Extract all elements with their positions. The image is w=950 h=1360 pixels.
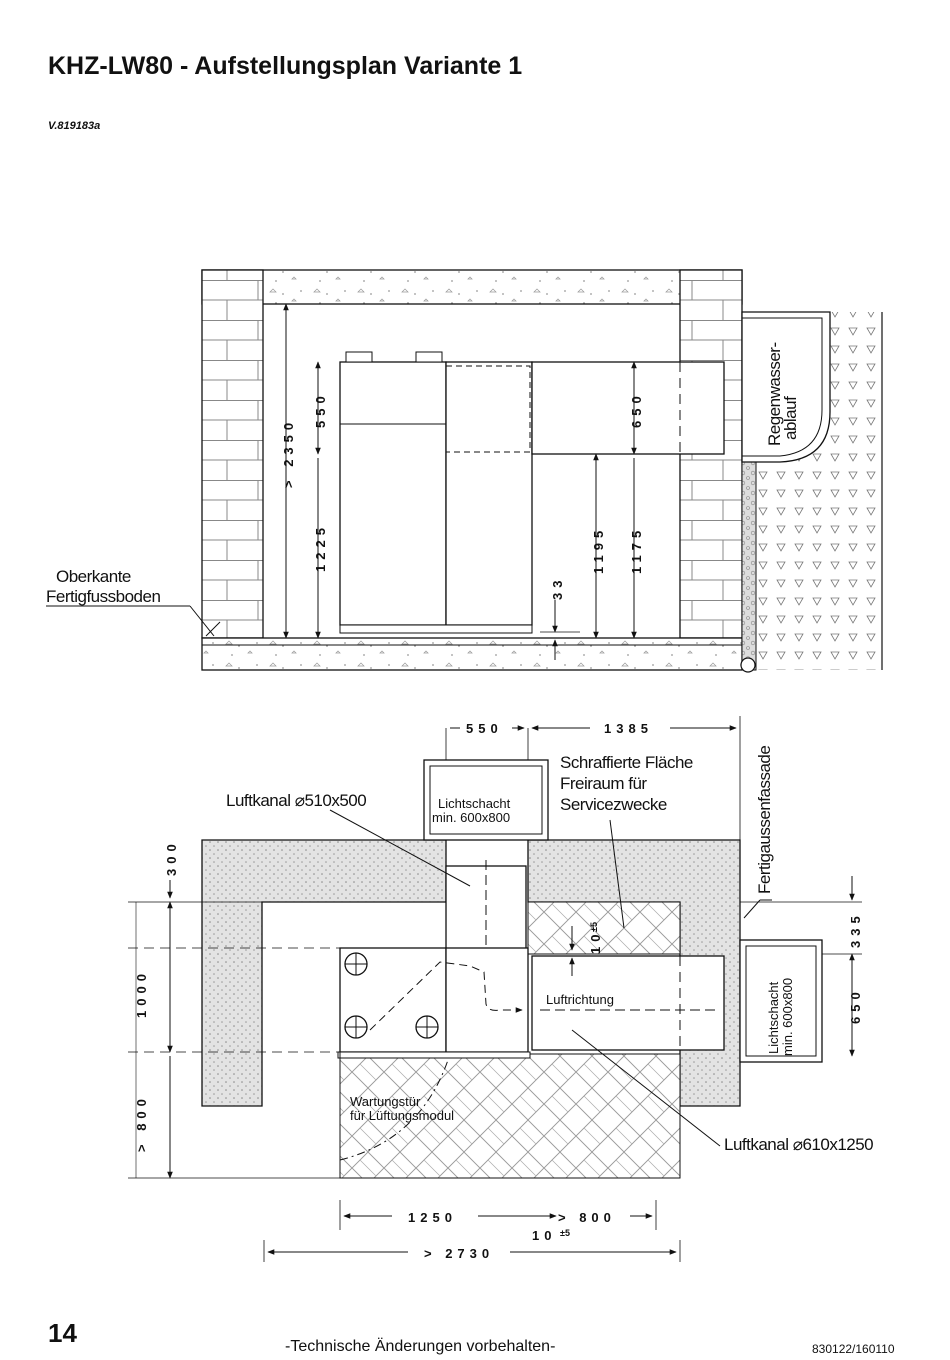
hatched-label-line2: Freiraum für <box>560 774 647 793</box>
dim-total-height: > 2350 <box>281 418 296 488</box>
dim-right-650: 650 <box>848 987 863 1024</box>
dim-bottom-800: > 800 <box>558 1210 616 1225</box>
rain-drain-label-line2: ablauf <box>781 396 800 440</box>
duct-large-label: Luftkanal ⌀610x1250 <box>724 1135 873 1154</box>
duct-large-plan <box>531 955 725 1051</box>
dim-floor-gap: 33 <box>550 576 565 600</box>
light-shaft-top-label-line2: min. 600x800 <box>432 810 510 825</box>
heat-pump-unit <box>339 361 447 626</box>
dim-upper-module: 550 <box>313 391 328 428</box>
light-shaft-right <box>739 939 823 1063</box>
dim-duct-axis: 1175 <box>629 526 644 574</box>
dim-top-1385: 1385 <box>604 721 653 736</box>
dim-top-550: 550 <box>466 721 503 736</box>
floor-slab <box>201 637 743 671</box>
service-door-label-line1: Wartungstür <box>350 1094 421 1109</box>
plan-view: 550 1385 300 1000 > 800 335 650 10 ±5 12… <box>128 716 874 1262</box>
page-number: 14 <box>48 1318 77 1348</box>
dim-duct-height: 650 <box>629 391 644 428</box>
dim-gap-bottom: 10 <box>532 1228 556 1243</box>
left-wall <box>201 269 264 639</box>
dim-gap-top: 10 <box>588 930 603 954</box>
floor-label-line2: Fertigfussboden <box>46 587 160 606</box>
dim-duct-bottom: 1195 <box>591 526 606 574</box>
page-title: KHZ-LW80 - Aufstellungsplan Variante 1 <box>48 52 523 80</box>
duct-small-label: Luftkanal ⌀510x500 <box>226 791 366 810</box>
rain-drain-label-line1: Regenwasser- <box>765 342 784 446</box>
drainage-gravel <box>741 461 757 671</box>
dim-bottom-2730: > 2730 <box>424 1246 494 1261</box>
ceiling-slab <box>201 269 743 305</box>
hatched-label-line1: Schraffierte Fläche <box>560 753 693 772</box>
dim-left-1000: 1000 <box>134 969 149 1018</box>
facade-label: Fertigaussenfassade <box>755 746 774 894</box>
service-door-label-line2: für Lüftungsmodul <box>350 1108 454 1123</box>
footer-note: -Technische Änderungen vorbehalten- <box>285 1338 556 1355</box>
dim-left-300: 300 <box>164 839 179 876</box>
airflow-label: Luftrichtung <box>546 992 614 1007</box>
light-shaft-right-label-line2: min. 600x800 <box>780 978 795 1056</box>
drain-pipe-icon <box>740 657 756 673</box>
light-shaft-right-label-line1: Lichtschacht <box>766 981 781 1054</box>
dim-gap-bottom-tol: ±5 <box>560 1228 570 1238</box>
light-shaft-elevation <box>741 311 831 463</box>
light-shaft-top-label-line1: Lichtschacht <box>438 796 511 811</box>
fan-icons <box>344 952 439 1039</box>
air-duct-elevation <box>531 361 725 455</box>
footer-code: 830122/160110 <box>812 1342 895 1356</box>
dim-left-800: > 800 <box>134 1094 149 1152</box>
dim-bottom-1250: 1250 <box>408 1210 457 1225</box>
ventilation-plan <box>445 947 529 1053</box>
service-area-top <box>527 901 681 955</box>
dim-gap-top-tol: ±5 <box>589 922 599 932</box>
hatched-label-line3: Servicezwecke <box>560 795 667 814</box>
dim-right-335: 335 <box>848 911 863 948</box>
light-shaft-top <box>423 759 549 841</box>
dim-unit-height: 1225 <box>313 523 328 572</box>
floor-label-line1: Oberkante <box>56 567 131 586</box>
ventilation-module <box>445 361 533 626</box>
version-code: V.819183a <box>48 120 101 132</box>
elevation-view: > 2350 550 1225 650 1195 1175 33 Oberkan… <box>46 269 883 673</box>
